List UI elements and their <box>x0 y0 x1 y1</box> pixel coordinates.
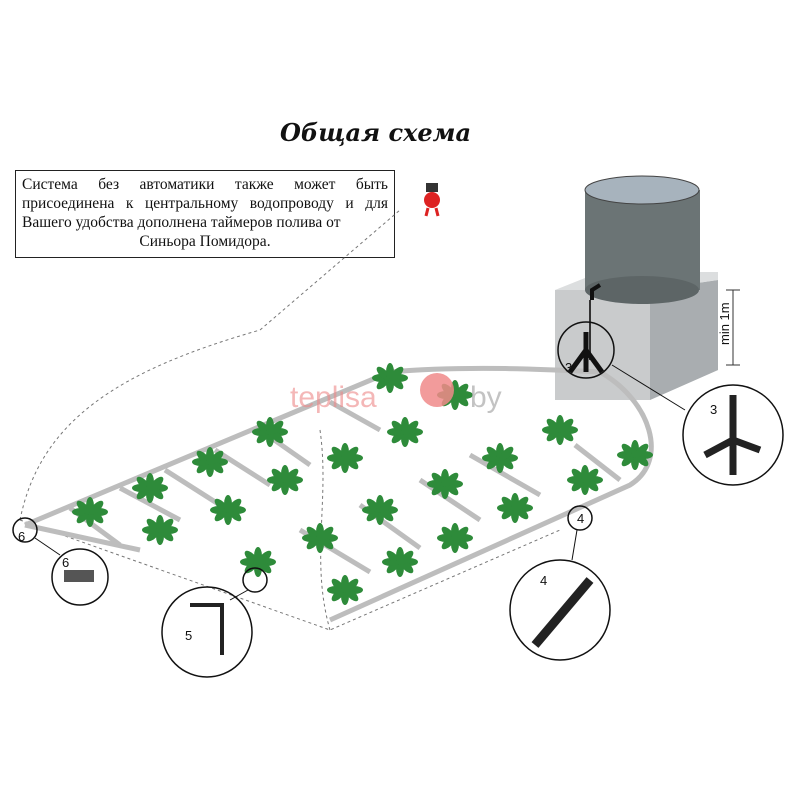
pipe <box>118 485 182 523</box>
plant-icon <box>327 443 363 473</box>
plant-icon <box>382 547 418 577</box>
plant-icon <box>362 495 398 525</box>
tomato-logo-icon <box>420 373 454 407</box>
callout-label: 6 <box>62 555 69 570</box>
plant-icon <box>142 515 178 545</box>
info-note: Система без автоматики также может быть … <box>15 170 395 258</box>
tee-connector-icon <box>531 577 594 648</box>
note-body: Система без автоматики также может быть … <box>22 176 388 231</box>
plant-icon <box>132 473 168 503</box>
plant-icon <box>497 493 533 523</box>
pipe <box>163 467 222 508</box>
faucet-icon <box>589 283 602 360</box>
callout-label: 5 <box>185 628 192 643</box>
pipe <box>24 522 141 553</box>
callout-circle-6-large <box>51 548 109 606</box>
greenhouse-outline <box>19 209 561 631</box>
callout-label: 3 <box>710 402 717 417</box>
plant-icon <box>252 417 288 447</box>
callout-circle-5-small <box>242 567 268 593</box>
plant-icon <box>617 440 653 470</box>
plant-icon <box>267 465 303 495</box>
callout-circle-6-small <box>12 517 38 543</box>
plant-icon <box>192 447 228 477</box>
callout-label: 3 <box>565 360 572 375</box>
plants <box>72 363 653 605</box>
plant-icon <box>387 417 423 447</box>
callout-circle-3-large <box>682 384 784 486</box>
callout-label: 4 <box>577 511 584 526</box>
plant-icon <box>302 523 338 553</box>
pipe <box>24 365 601 528</box>
water-tank <box>584 175 700 304</box>
dripper-stake-icon <box>190 603 224 655</box>
callout-label: 4 <box>540 573 547 588</box>
page-title: Общая схема <box>280 118 472 147</box>
watermark-right: by <box>470 381 502 414</box>
end-plug-icon <box>64 570 94 582</box>
pipe <box>573 443 622 482</box>
plant-icon <box>567 465 603 495</box>
plant-icon <box>72 497 108 527</box>
plant-icon <box>542 415 578 445</box>
plant-icon <box>327 575 363 605</box>
splitter-icon <box>703 395 762 475</box>
plant-icon <box>427 469 463 499</box>
height-label: min 1m <box>717 302 732 345</box>
callout-circle-4-large <box>509 559 611 661</box>
pipe-network <box>24 365 654 623</box>
note-last-line: Синьора Помидора. <box>139 233 271 250</box>
watermark-left: teplisa <box>290 381 377 414</box>
plant-icon <box>210 495 246 525</box>
y-connector-icon <box>567 332 605 374</box>
plant-icon <box>482 443 518 473</box>
callout-circle-3-small <box>557 321 615 379</box>
callout-circle-5-large <box>161 586 253 678</box>
pipe <box>328 369 654 623</box>
plant-icon <box>372 363 408 393</box>
pipe <box>213 447 272 488</box>
callout-label: 6 <box>18 529 25 544</box>
callout-circle-4-small <box>567 505 593 531</box>
plant-icon <box>437 523 473 553</box>
pipe <box>328 399 382 433</box>
mascot-icon <box>424 183 440 217</box>
pipe <box>468 452 542 498</box>
